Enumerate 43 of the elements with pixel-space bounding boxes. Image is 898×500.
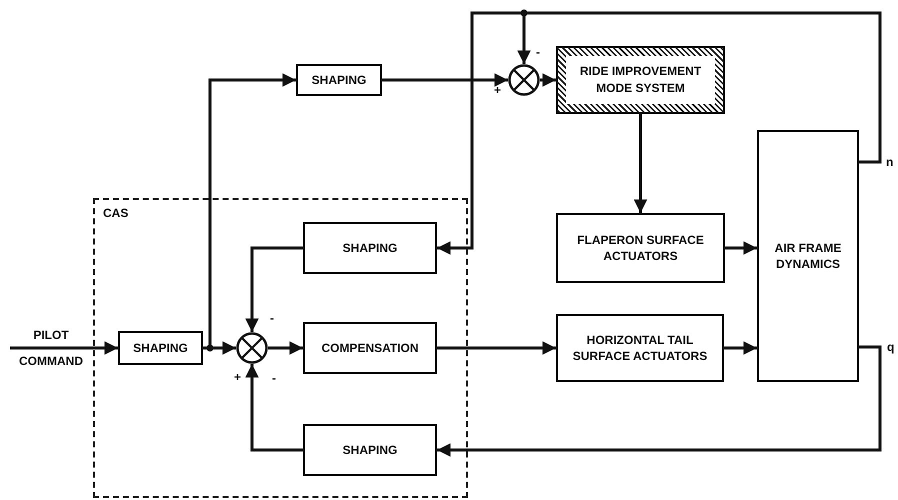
process-block: [757, 130, 859, 382]
block-label: SHAPING: [133, 340, 188, 356]
arrow: [725, 241, 757, 255]
signal-label: -: [272, 371, 276, 385]
arrow: [245, 364, 303, 452]
process-block: [556, 213, 725, 283]
group-frame: [93, 198, 468, 498]
summing-junction: [508, 64, 540, 96]
arrow: [245, 246, 303, 332]
arrow: [437, 341, 556, 355]
arrow: [724, 341, 757, 355]
signal-label: +: [494, 83, 502, 97]
process-block: [118, 331, 203, 365]
arrow: [437, 346, 882, 457]
input-label: COMMAND: [18, 354, 84, 368]
signal-label: q: [887, 340, 894, 354]
arrow: [382, 73, 508, 87]
process-block: [303, 222, 437, 274]
group-title: CAS: [103, 206, 128, 220]
process-block: [303, 322, 437, 374]
process-block: [296, 64, 382, 96]
process-block: [303, 424, 437, 476]
block-label: HORIZONTAL TAIL SURFACE ACTUATORS: [572, 332, 708, 364]
signal-label: -: [270, 311, 274, 325]
block-label: COMPENSATION: [321, 340, 419, 356]
process-block: [556, 314, 724, 382]
hatched-block: [556, 46, 725, 114]
block-label: AIR FRAME DYNAMICS: [774, 240, 842, 272]
signal-label: n: [886, 155, 894, 169]
arrow: [540, 73, 556, 87]
arrow: [437, 12, 882, 255]
summing-junction: [236, 332, 268, 364]
block-label: SHAPING: [342, 442, 398, 458]
block-label: SHAPING: [312, 72, 366, 88]
signal-label: +: [234, 370, 242, 384]
input-label: PILOT: [32, 328, 70, 342]
arrow: [10, 341, 118, 355]
block-label: SHAPING: [342, 240, 398, 256]
block-label: FLAPERON SURFACE ACTUATORS: [576, 232, 705, 264]
arrow: [268, 341, 303, 355]
arrow: [634, 114, 648, 213]
signal-label: -: [536, 45, 540, 59]
block-label: RIDE IMPROVEMENT MODE SYSTEM: [578, 63, 702, 97]
